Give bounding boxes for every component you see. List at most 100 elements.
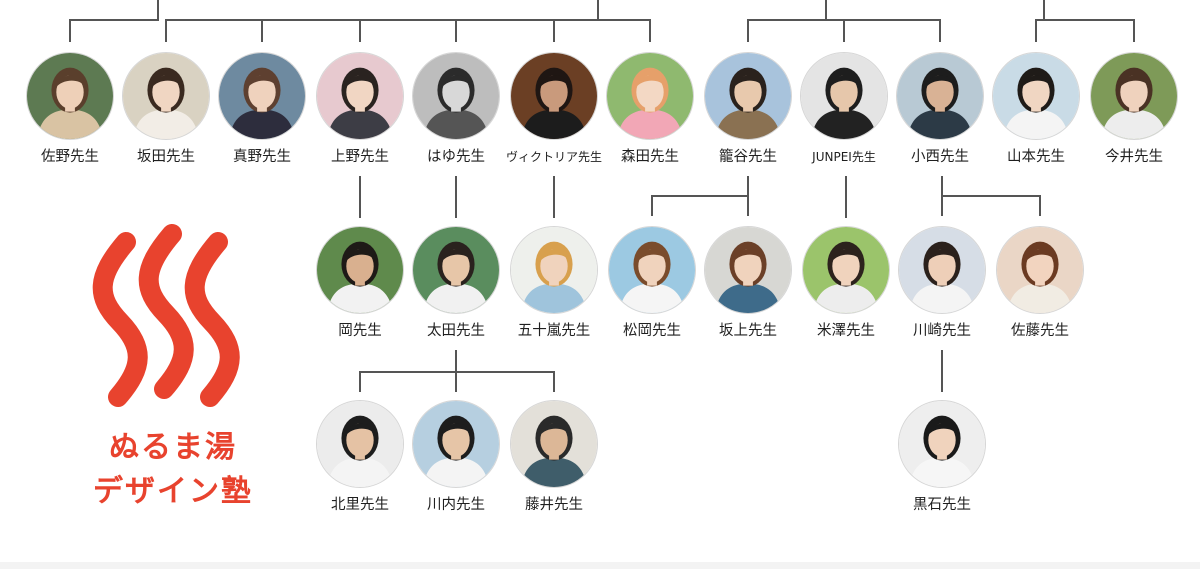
teacher-konishi: 小西先生	[892, 52, 988, 166]
avatar	[898, 226, 986, 314]
avatar	[510, 226, 598, 314]
teacher-kagoya: 籠谷先生	[700, 52, 796, 166]
teacher-victoria: ヴィクトリア先生	[506, 52, 602, 166]
teacher-kitazato: 北里先生	[312, 400, 408, 514]
teacher-name: 北里先生	[331, 497, 389, 513]
avatar	[412, 226, 500, 314]
portrait-photo	[705, 53, 791, 139]
avatar	[26, 52, 114, 140]
portrait-photo	[511, 53, 597, 139]
connector-group-sano	[69, 0, 159, 42]
avatar	[802, 226, 890, 314]
teacher-hayu: はゆ先生	[408, 52, 504, 166]
portrait-photo	[27, 53, 113, 139]
avatar	[510, 400, 598, 488]
teacher-yamamoto: 山本先生	[988, 52, 1084, 166]
portrait-photo	[413, 227, 499, 313]
portrait-photo	[897, 53, 983, 139]
teacher-name: 川内先生	[427, 497, 485, 513]
teacher-name: 黒石先生	[913, 497, 971, 513]
avatar	[1090, 52, 1178, 140]
teacher-sano: 佐野先生	[22, 52, 118, 166]
teacher-oka: 岡先生	[312, 226, 408, 340]
teacher-name: 川崎先生	[913, 323, 971, 339]
teacher-matsuoka: 松岡先生	[604, 226, 700, 340]
avatar	[704, 52, 792, 140]
portrait-photo	[899, 227, 985, 313]
steam-icon	[92, 224, 240, 407]
avatar	[898, 400, 986, 488]
teacher-igarashi: 五十嵐先生	[506, 226, 602, 340]
portrait-photo	[123, 53, 209, 139]
avatar	[608, 226, 696, 314]
portrait-photo	[317, 401, 403, 487]
portrait-photo	[993, 53, 1079, 139]
teacher-name: 佐野先生	[41, 149, 99, 165]
teacher-name: 佐藤先生	[1011, 323, 1069, 339]
portrait-photo	[413, 53, 499, 139]
footer-strip	[0, 562, 1200, 569]
teacher-imai: 今井先生	[1086, 52, 1182, 166]
portrait-photo	[801, 53, 887, 139]
teacher-yonezawa: 米澤先生	[798, 226, 894, 340]
portrait-photo	[317, 227, 403, 313]
avatar	[992, 52, 1080, 140]
avatar	[800, 52, 888, 140]
logo-text-line1: ぬるま湯	[109, 430, 237, 465]
connector-group-four-bar	[1035, 19, 1135, 42]
portrait-photo	[219, 53, 305, 139]
teacher-kawauchi: 川内先生	[408, 400, 504, 514]
teacher-sakaue: 坂上先生	[700, 226, 796, 340]
teacher-name: 小西先生	[911, 149, 969, 165]
teacher-name: 山本先生	[1007, 149, 1065, 165]
teacher-junpei: JUNPEI先生	[796, 52, 892, 166]
connector-kagoya-children	[651, 195, 749, 216]
teacher-kawasaki: 川崎先生	[894, 226, 990, 340]
teacher-name: JUNPEI先生	[812, 150, 876, 164]
avatar	[412, 400, 500, 488]
portrait-photo	[899, 401, 985, 487]
avatar	[896, 52, 984, 140]
teacher-fujii: 藤井先生	[506, 400, 602, 514]
teacher-name: 籠谷先生	[719, 149, 777, 165]
teacher-name: 太田先生	[427, 323, 485, 339]
portrait-photo	[413, 401, 499, 487]
avatar	[704, 226, 792, 314]
teacher-name: 今井先生	[1105, 149, 1163, 165]
teacher-name: はゆ先生	[427, 149, 485, 165]
avatar	[122, 52, 210, 140]
teacher-sato: 佐藤先生	[992, 226, 1088, 340]
teacher-name: 藤井先生	[525, 497, 583, 513]
connector-group-main-bar	[165, 19, 651, 42]
avatar	[606, 52, 694, 140]
teacher-ota: 太田先生	[408, 226, 504, 340]
teacher-name: 坂田先生	[137, 149, 195, 165]
avatar	[218, 52, 306, 140]
portrait-photo	[1091, 53, 1177, 139]
avatar	[996, 226, 1084, 314]
teacher-name: 岡先生	[338, 323, 382, 339]
brand-logo: ぬるま湯 デザイン塾	[78, 222, 268, 522]
teacher-name: 真野先生	[233, 149, 291, 165]
teacher-name: 松岡先生	[623, 323, 681, 339]
teacher-name: ヴィクトリア先生	[506, 150, 603, 164]
teacher-morita: 森田先生	[602, 52, 698, 166]
teacher-sakata: 坂田先生	[118, 52, 214, 166]
portrait-photo	[511, 227, 597, 313]
connector-konishi-children	[941, 195, 1041, 216]
teacher-name: 上野先生	[331, 149, 389, 165]
teacher-name: 五十嵐先生	[517, 323, 591, 339]
avatar	[316, 226, 404, 314]
teacher-kuroishi: 黒石先生	[894, 400, 990, 514]
portrait-photo	[803, 227, 889, 313]
teacher-mano: 真野先生	[214, 52, 310, 166]
teacher-name: 米澤先生	[817, 323, 875, 339]
avatar	[316, 400, 404, 488]
avatar	[412, 52, 500, 140]
teacher-name: 森田先生	[621, 149, 679, 165]
avatar	[510, 52, 598, 140]
portrait-photo	[511, 401, 597, 487]
portrait-photo	[609, 227, 695, 313]
teacher-name: 坂上先生	[719, 323, 777, 339]
